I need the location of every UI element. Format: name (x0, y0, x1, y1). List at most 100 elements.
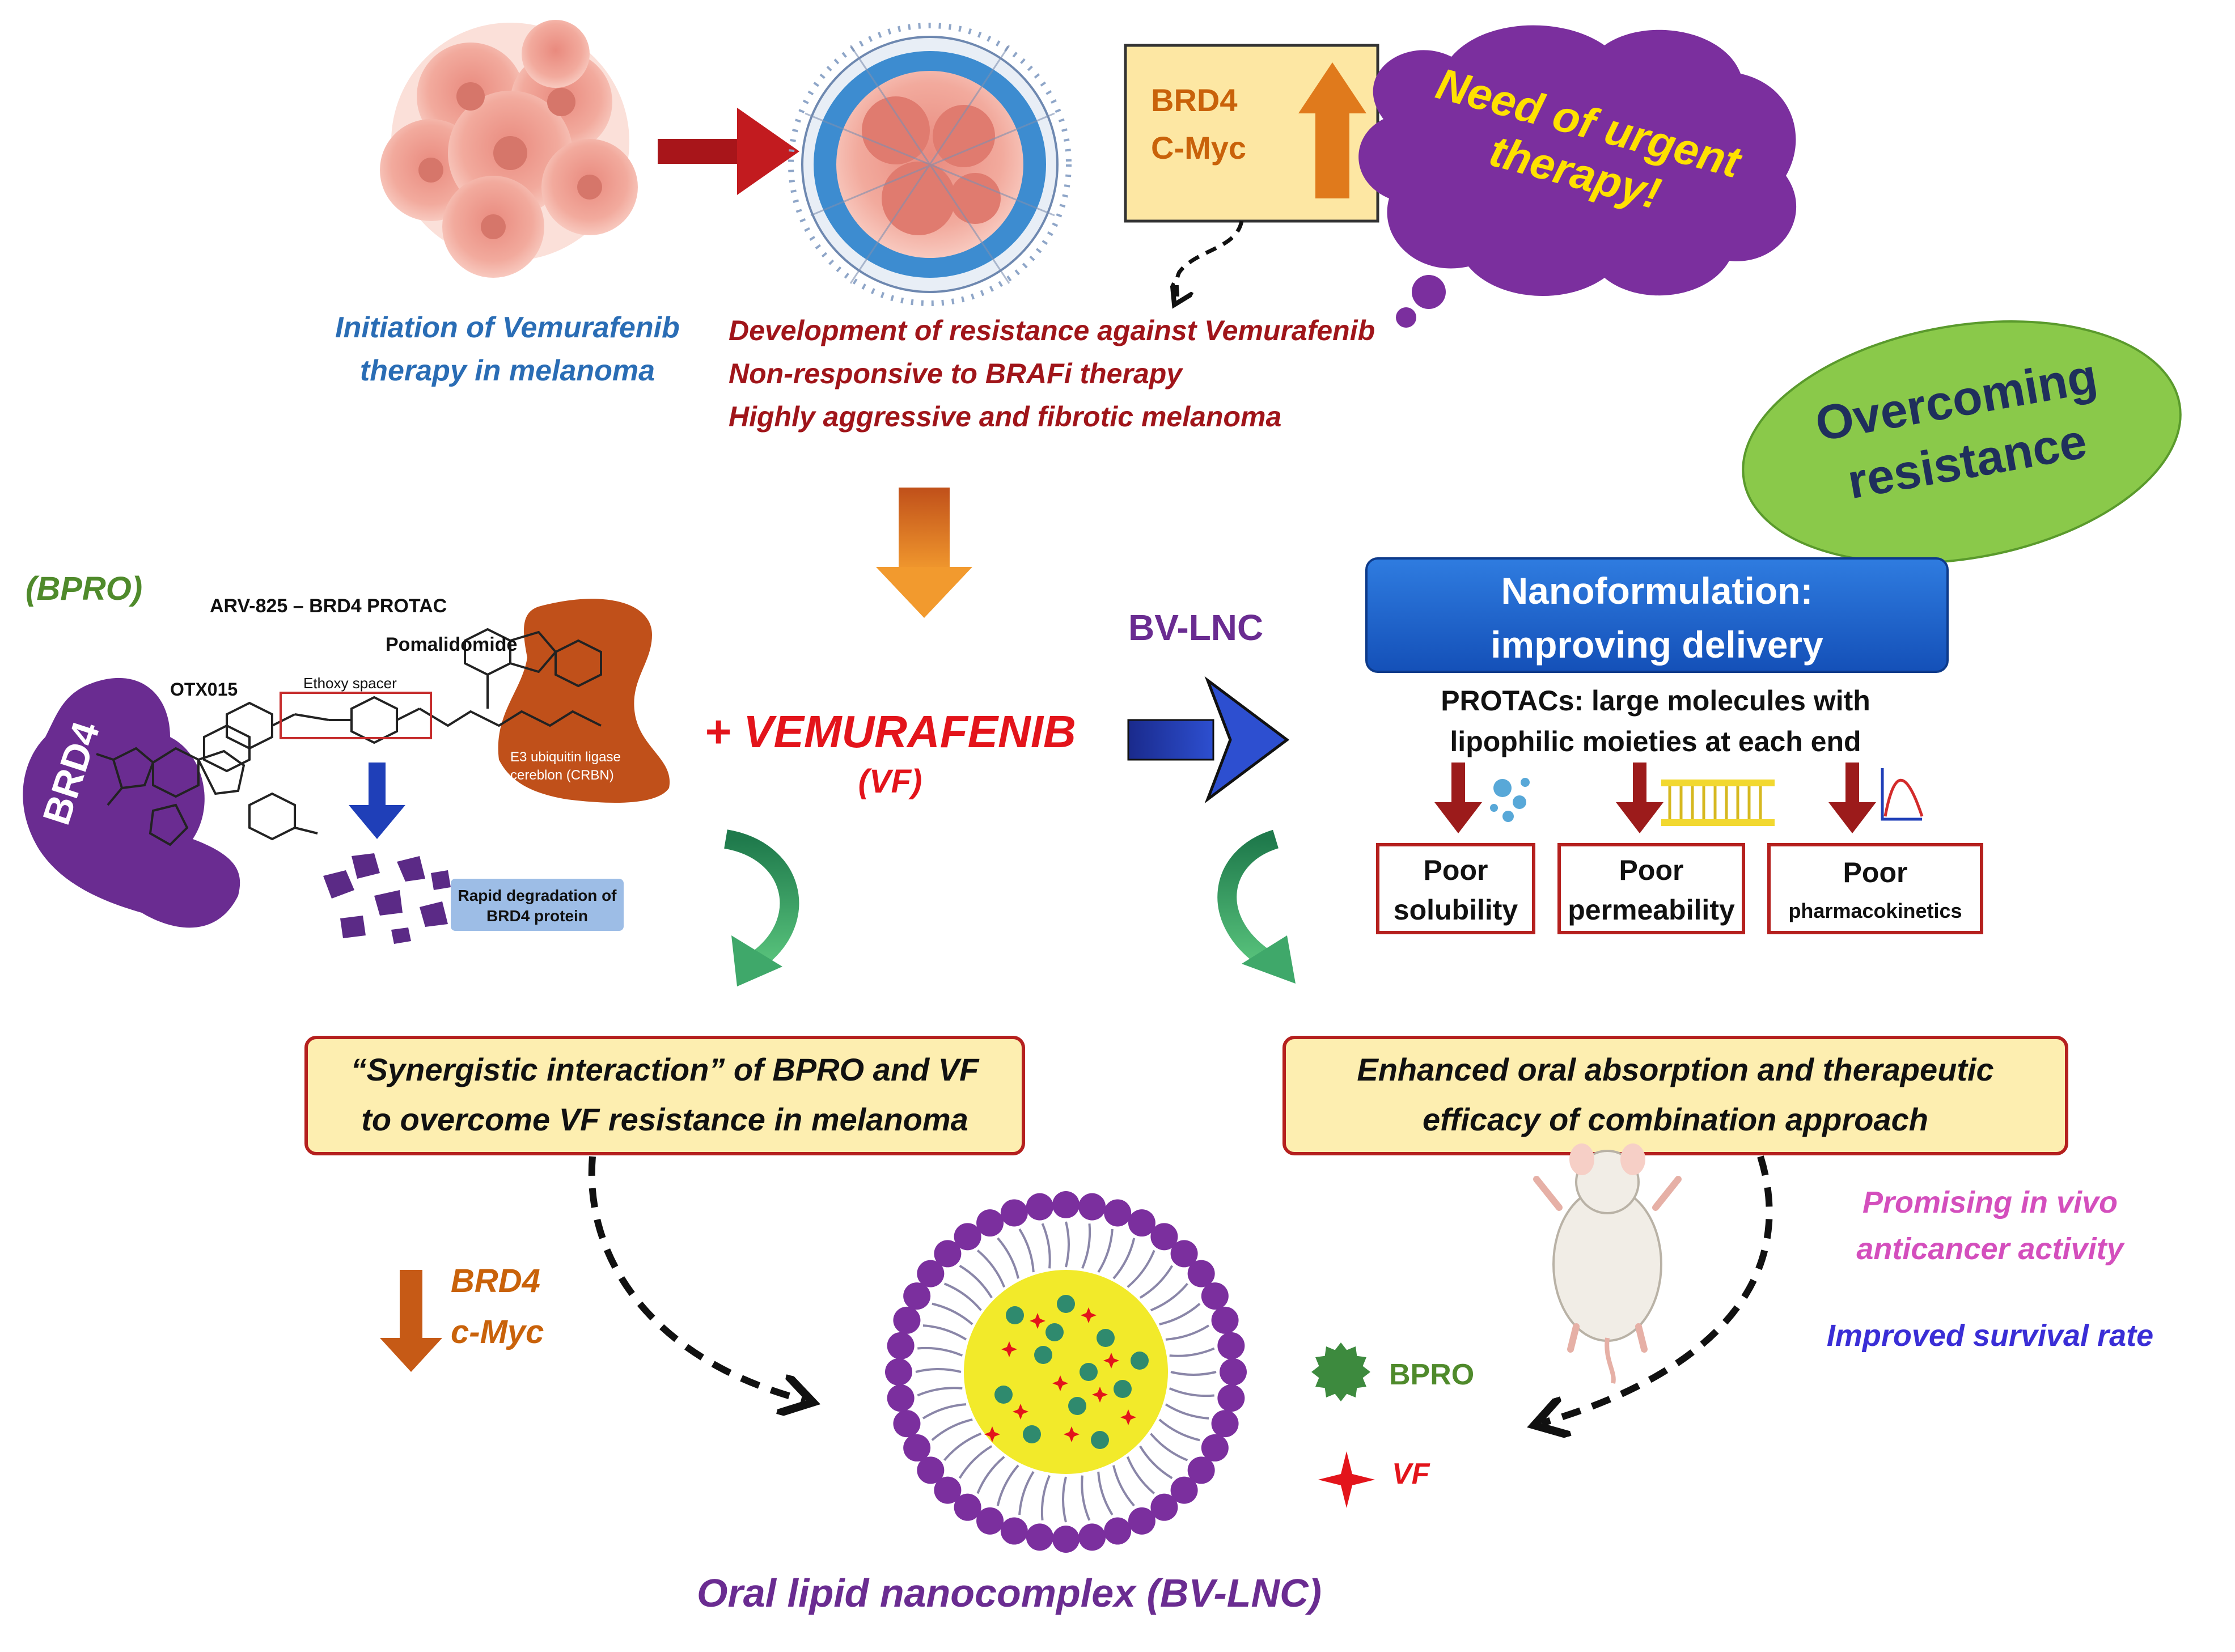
synergy-box (304, 1036, 1025, 1155)
vf-particle (1092, 1387, 1108, 1403)
lipid-tail (932, 1302, 973, 1325)
lipid-tail (1169, 1387, 1214, 1397)
lipid-head (1211, 1410, 1239, 1438)
bpro-particle (1131, 1352, 1149, 1370)
blue-right-arrow-icon (1127, 676, 1290, 804)
e3-line-2: cereblon (CRBN) (510, 768, 614, 783)
poor-solubility-box (1376, 843, 1535, 934)
poor-permeability-line-1: Poor (1619, 854, 1684, 886)
bpro-particle (1080, 1363, 1098, 1381)
synergy-text: “Synergistic interaction” of BPRO and VF… (306, 1045, 1023, 1145)
lipid-tail (1139, 1265, 1174, 1299)
cmyc-down-label: c-Myc (451, 1314, 544, 1350)
lipid-tail (917, 1346, 963, 1357)
lipid-head (1150, 1223, 1178, 1251)
lipid-tail (1112, 1238, 1136, 1280)
lipid-tail (976, 1456, 1005, 1494)
dashed-arrow-left (588, 1156, 805, 1400)
lipid-head (1217, 1332, 1245, 1359)
lipid-head (1104, 1199, 1132, 1227)
e3-ligase-icon (498, 599, 670, 803)
lipid-tail (1165, 1403, 1209, 1420)
lipid-tail (1150, 1433, 1188, 1462)
lipid-tail (1041, 1223, 1051, 1269)
lipid-tail (1081, 1223, 1091, 1269)
protac-note: PROTACs: large molecules with lipophilic… (1372, 680, 1939, 762)
lipid-head (1026, 1523, 1053, 1551)
lipid-tail (1165, 1324, 1210, 1341)
lipid-head (887, 1384, 915, 1412)
lipid-tail (1097, 1471, 1114, 1516)
bpro-legend-icon (1311, 1342, 1370, 1401)
e3-line-1: E3 ubiquitin ligase (510, 749, 621, 765)
lipid-nanocomplex-icon (885, 1191, 1247, 1553)
brd4-cmyc-box (1124, 44, 1379, 223)
lipid-tail (931, 1418, 973, 1441)
green-curved-arrow-left (723, 829, 799, 986)
bpro-particle (1068, 1397, 1086, 1415)
lipid-tail (915, 1368, 962, 1373)
bpro-particle (1034, 1346, 1052, 1364)
vemurafenib-label: + VEMURAFENIB (704, 706, 1076, 757)
degradation-label-box (451, 879, 624, 931)
lipid-head (1187, 1456, 1215, 1484)
otx015-label: OTX015 (170, 679, 238, 700)
lipid-head (1201, 1434, 1229, 1462)
bpro-particle (1097, 1329, 1115, 1347)
protac-note-line-2: lipophilic moieties at each end (1450, 726, 1861, 757)
lipid-head (1078, 1193, 1106, 1221)
lipid-head (885, 1358, 912, 1386)
lipid-head (1150, 1493, 1178, 1521)
nano-line-1: Nanoformulation: (1501, 570, 1813, 612)
lipid-tail (1081, 1475, 1091, 1521)
lipid-head (1201, 1282, 1229, 1310)
protac-molecule-diagram (96, 628, 602, 846)
enhanced-line-1: Enhanced oral absorption and therapeutic (1357, 1052, 1994, 1087)
lipid-head (1128, 1209, 1155, 1237)
nanocomplex-caption: Oral lipid nanocomplex (BV-LNC) (697, 1571, 1322, 1615)
poor-permeability-text: Poor permeability (1559, 850, 1743, 930)
lipid-head (887, 1332, 915, 1359)
lipid-head (934, 1240, 962, 1268)
initiation-line-2: therapy in melanoma (359, 354, 655, 387)
resistance-text: Development of resistance against Vemura… (729, 309, 1375, 438)
poor-permeability-line-2: permeability (1568, 894, 1735, 926)
bpro-particle (994, 1386, 1013, 1404)
legend-vf-label: VF (1392, 1458, 1430, 1490)
brd4-down-label: BRD4 (451, 1263, 540, 1299)
lipid-head (1217, 1384, 1245, 1412)
degradation-label: Rapid degradation of BRD4 protein (451, 886, 624, 926)
vf-particle (984, 1426, 1000, 1442)
synergy-line-2: to overcome VF resistance in melanoma (361, 1102, 968, 1137)
lipid-head (1078, 1523, 1106, 1551)
lipid-head (976, 1507, 1004, 1535)
lipid-head (1000, 1517, 1028, 1545)
lipid-tail (943, 1282, 982, 1311)
brown-down-arrow-icon (380, 1270, 442, 1372)
red-arrow-icon (658, 108, 799, 195)
vf-legend-icon (1318, 1451, 1375, 1508)
e3-label: E3 ubiquitin ligase cereblon (CRBN) (510, 748, 621, 785)
mouse-icon (1533, 1143, 1682, 1384)
nanoformulation-banner (1365, 557, 1949, 673)
dashed-arrow-right (1542, 1155, 1773, 1423)
lipid-tail (1159, 1303, 1201, 1325)
vf-particle (1120, 1409, 1136, 1425)
ethoxy-spacer-box (280, 692, 432, 739)
lipid-head (893, 1306, 921, 1334)
lipid-tail (1062, 1476, 1067, 1523)
bpro-particle (1114, 1380, 1132, 1398)
lipid-tail (1112, 1465, 1135, 1507)
enhanced-line-2: efficacy of combination approach (1422, 1102, 1929, 1137)
degraded-fragments-icon (323, 853, 451, 944)
lipid-tail (958, 1445, 993, 1479)
lipid-head (1052, 1191, 1080, 1218)
lipid-tail (922, 1324, 967, 1341)
survival-text: Improved survival rate (1826, 1319, 2154, 1353)
bpro-particle (1045, 1323, 1064, 1341)
pomalidomide-label: Pomalidomide (386, 634, 518, 655)
lipid-head (1000, 1199, 1028, 1227)
tumor-cluster-icon (380, 20, 638, 278)
enhanced-text: Enhanced oral absorption and therapeutic… (1284, 1045, 2067, 1145)
